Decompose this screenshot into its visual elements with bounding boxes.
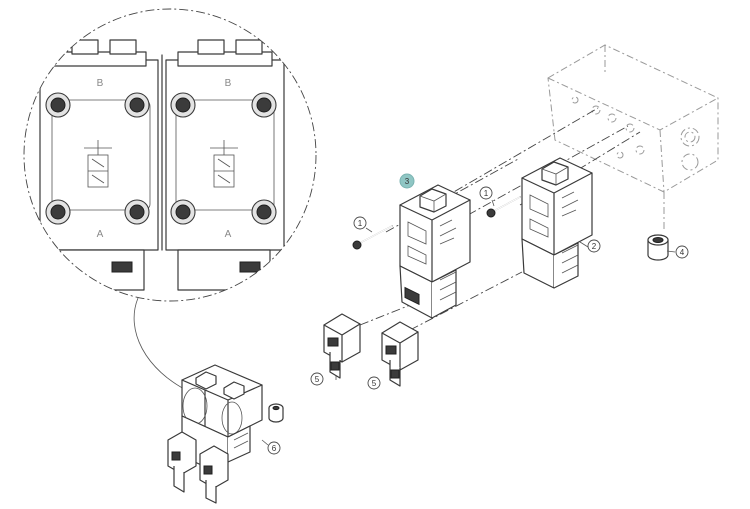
hydraulic-symbol-left — [84, 140, 112, 188]
svg-text:1: 1 — [484, 189, 489, 198]
connector-right — [381, 321, 419, 387]
callout-1-right[interactable]: 1 — [479, 186, 493, 200]
screw-left — [352, 225, 393, 250]
svg-text:5: 5 — [372, 379, 377, 388]
detail-leader-line — [133, 297, 191, 393]
valve-assembly-2 — [521, 157, 593, 289]
callout-5-right[interactable]: 5 — [367, 376, 381, 390]
plug-fitting — [647, 234, 669, 261]
callout-5-left[interactable]: 5 — [310, 372, 324, 386]
svg-text:4: 4 — [680, 248, 685, 257]
callout-4[interactable]: 4 — [675, 245, 689, 259]
hydraulic-symbol-right — [210, 140, 238, 188]
svg-text:2: 2 — [592, 242, 597, 251]
detail-magnifier: B B A A — [23, 8, 317, 302]
port-label-b-left: B — [97, 78, 104, 89]
callout-3[interactable]: 3 — [399, 173, 415, 189]
svg-text:1: 1 — [358, 219, 363, 228]
port-label-a-left: A — [97, 229, 104, 240]
svg-text:3: 3 — [405, 177, 410, 186]
connector-left — [323, 313, 361, 379]
screw-right — [486, 196, 521, 218]
valve-assembly-3 — [399, 184, 471, 319]
complete-assembly-6 — [167, 364, 284, 504]
callout-1-left[interactable]: 1 — [353, 216, 367, 230]
port-label-a-right: A — [225, 229, 232, 240]
detail-bolts — [45, 92, 277, 225]
manifold-block — [547, 44, 719, 232]
port-label-b-right: B — [225, 78, 232, 89]
callout-leaders — [261, 199, 676, 446]
svg-text:5: 5 — [315, 375, 320, 384]
callout-6[interactable]: 6 — [267, 441, 281, 455]
callout-2[interactable]: 2 — [587, 239, 601, 253]
svg-text:6: 6 — [272, 444, 277, 453]
